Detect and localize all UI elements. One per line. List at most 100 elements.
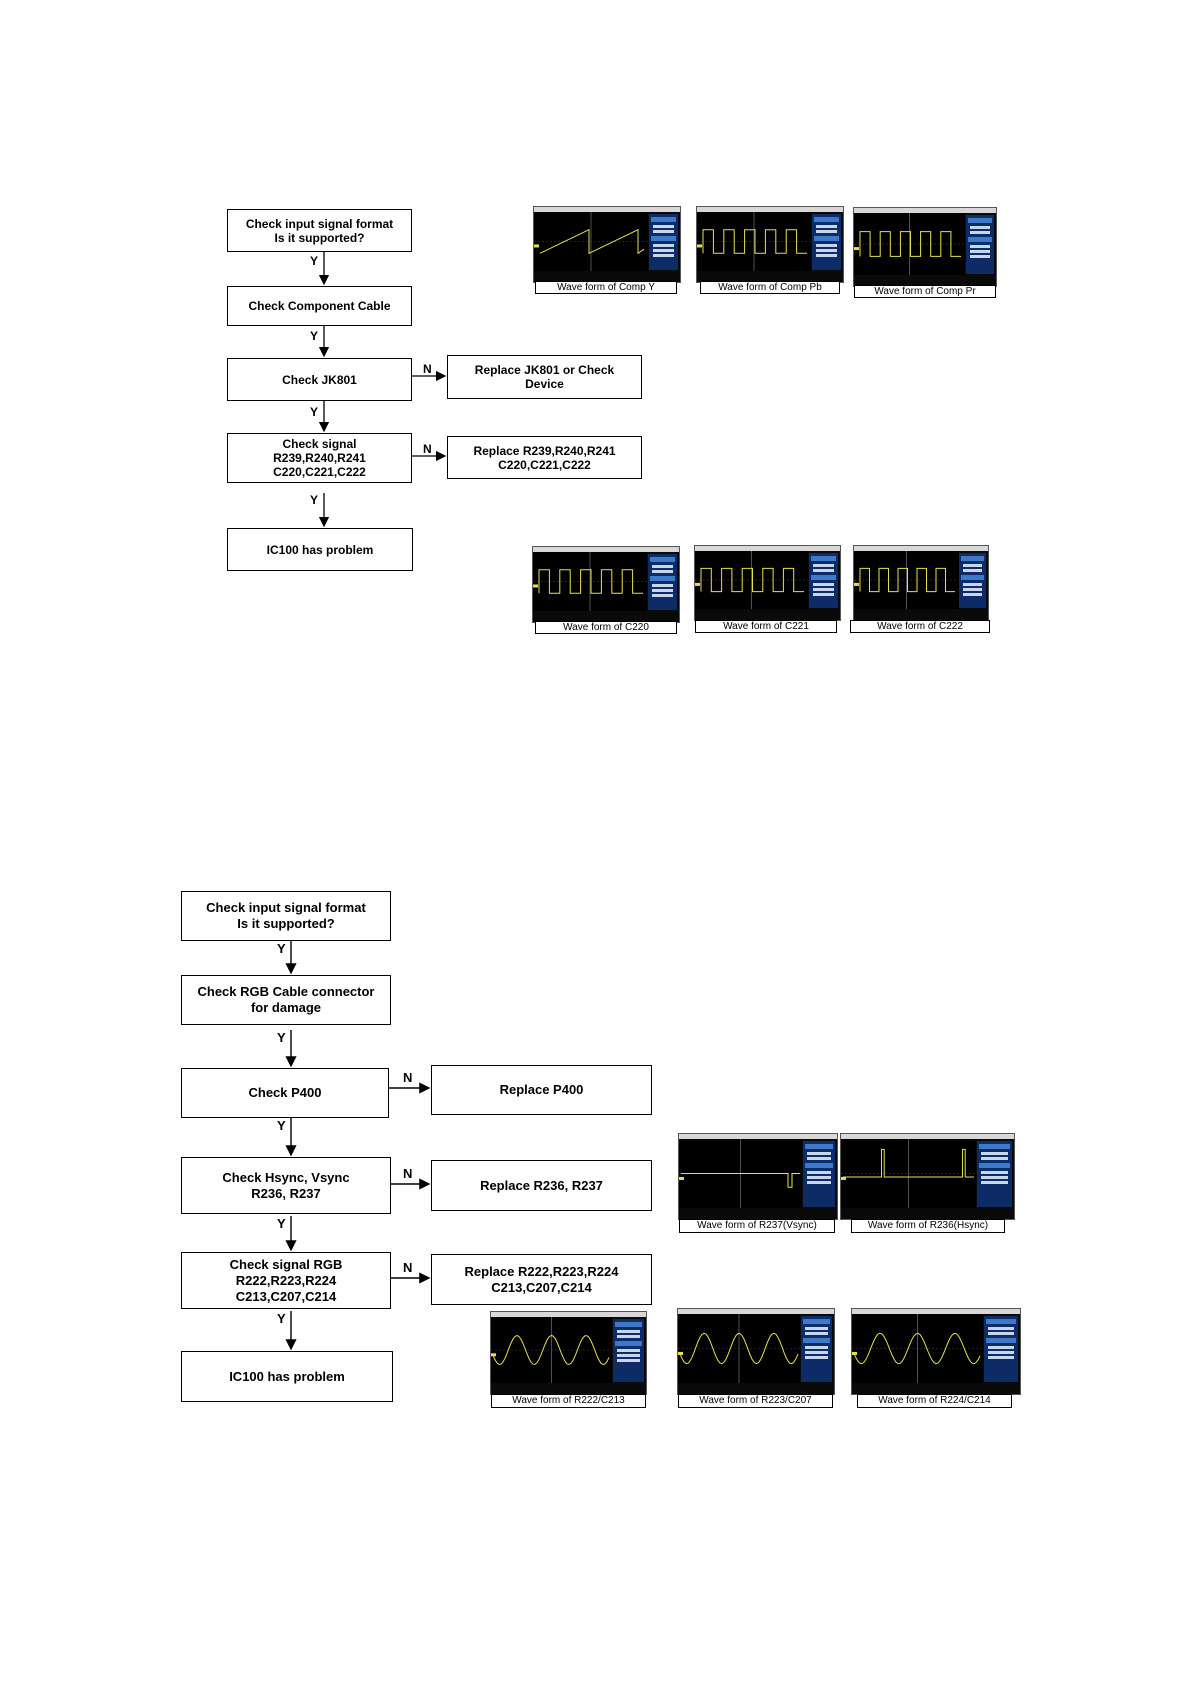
- node-text-line: Check Component Cable: [248, 299, 391, 313]
- node-text-line: C213,C207,C214: [491, 1279, 592, 1295]
- scope-menu-bar: [695, 546, 840, 551]
- scope-menu-bar: [841, 1134, 1014, 1139]
- scope-side-panel: [811, 214, 841, 270]
- scope-r224-c214: [851, 1308, 1021, 1395]
- waveform-trace: [859, 567, 955, 593]
- waveform-trace: [859, 231, 961, 257]
- scope-side-panel: [965, 215, 994, 274]
- edge-label-y: Y: [310, 254, 319, 268]
- caption-r237-vsync: Wave form of R237(Vsync): [679, 1219, 835, 1233]
- waveform-trace: [843, 1148, 974, 1178]
- scope-menu-bar: [854, 208, 996, 213]
- node-text-line: Is it supported?: [237, 916, 335, 931]
- scope-c222: [853, 545, 989, 621]
- waveform-trace: [700, 567, 804, 593]
- scope-side-panel: [613, 1319, 644, 1382]
- node-text-line: Check input signal format: [206, 900, 366, 915]
- scope-c221: [694, 545, 841, 621]
- scope-side-panel: [648, 214, 678, 270]
- scope-menu-bar: [852, 1309, 1020, 1314]
- node-text-line: Check JK801: [282, 372, 357, 387]
- caption-r223-c207: Wave form of R223/C207: [678, 1394, 833, 1408]
- waveform-trace: [539, 228, 645, 255]
- scope-menu-bar: [679, 1134, 837, 1139]
- scope-menu-bar: [533, 547, 679, 552]
- scope-screen: [678, 1314, 800, 1383]
- scope-screen: [841, 1139, 976, 1208]
- node-text-line: Check RGB Cable connector: [197, 984, 375, 999]
- scope-screen: [854, 551, 959, 609]
- scope-menu-bar: [678, 1309, 834, 1314]
- node-replace-p400: Replace P400: [431, 1065, 652, 1115]
- caption-r222-c213: Wave form of R222/C213: [491, 1394, 646, 1408]
- scope-r237-vsync: [678, 1133, 838, 1220]
- scope-screen: [697, 212, 811, 271]
- scope-side-panel: [803, 1141, 835, 1207]
- scope-r236-hsync: [840, 1133, 1015, 1220]
- node-text-line: C213,C207,C214: [235, 1288, 337, 1304]
- node-check-component-cable: Check Component Cable: [227, 286, 412, 326]
- node-text-line: IC100 has problem: [229, 1368, 345, 1384]
- scope-screen: [854, 213, 965, 275]
- edge-label-n: N: [403, 1166, 413, 1181]
- scope-menu-bar: [697, 207, 843, 212]
- scope-screen: [491, 1317, 612, 1383]
- node-text-line: R222,R223,R224: [235, 1272, 337, 1288]
- edge-label-n: N: [403, 1070, 413, 1085]
- caption-comp-pb: Wave form of Comp Pb: [700, 281, 840, 294]
- node-text-line: Replace R239,R240,R241: [473, 443, 616, 458]
- scope-menu-bar: [534, 207, 680, 212]
- scope-side-panel: [800, 1316, 832, 1382]
- edge-label-y: Y: [310, 493, 319, 507]
- node-text-line: R236, R237: [251, 1185, 321, 1201]
- node-text-line: C220,C221,C222: [498, 457, 591, 472]
- node-text-line: IC100 has problem: [266, 542, 374, 557]
- scope-screen: [852, 1314, 983, 1383]
- caption-r224-c214: Wave form of R224/C214: [857, 1394, 1012, 1408]
- scope-screen: [695, 551, 808, 609]
- scope-screen: [534, 212, 648, 271]
- node-text-line: Check signal RGB: [229, 1256, 343, 1272]
- edge-label-y: Y: [310, 405, 319, 419]
- caption-c221: Wave form of C221: [695, 620, 837, 633]
- scope-comp-pb: [696, 206, 844, 283]
- node-text-line: Replace P400: [499, 1082, 584, 1097]
- scope-r223-c207: [677, 1308, 835, 1395]
- waveform-trace: [679, 1332, 799, 1365]
- node-text-line: Replace R236, R237: [480, 1177, 603, 1193]
- node-text-line: Check Hsync, Vsync: [222, 1169, 350, 1185]
- edge-label-n: N: [423, 362, 432, 376]
- node-replace-sync: Replace R236, R237: [431, 1160, 652, 1211]
- waveform-trace: [853, 1332, 981, 1365]
- scope-r222-c213: [490, 1311, 647, 1395]
- node-text-line: for damage: [250, 1000, 322, 1015]
- caption-comp-y: Wave form of Comp Y: [535, 281, 677, 294]
- scope-side-panel: [977, 1141, 1012, 1207]
- waveform-trace: [681, 1173, 800, 1188]
- node-text-line: Check P400: [248, 1085, 322, 1100]
- node-text-line: Device: [525, 377, 564, 391]
- scope-side-panel: [984, 1316, 1018, 1382]
- caption-c220: Wave form of C220: [535, 621, 677, 634]
- scope-comp-pr: [853, 207, 997, 287]
- node-check-p400: Check P400: [181, 1068, 389, 1118]
- node-text-line: Is it supported?: [274, 230, 365, 245]
- scope-comp-y: [533, 206, 681, 283]
- edge-label-y: Y: [277, 1118, 286, 1133]
- scope-side-panel: [809, 553, 838, 608]
- scope-menu-bar: [491, 1312, 646, 1317]
- node-text-line: R239,R240,R241: [273, 451, 366, 465]
- node-text-line: Check signal: [282, 437, 357, 451]
- edge-label-y: Y: [277, 1216, 286, 1231]
- edge-label-n: N: [403, 1260, 413, 1275]
- edge-label-y: Y: [310, 329, 319, 343]
- edge-label-y: Y: [277, 1030, 286, 1045]
- edge-label-y: Y: [277, 1311, 286, 1326]
- node-ic100-problem: IC100 has problem: [181, 1351, 393, 1402]
